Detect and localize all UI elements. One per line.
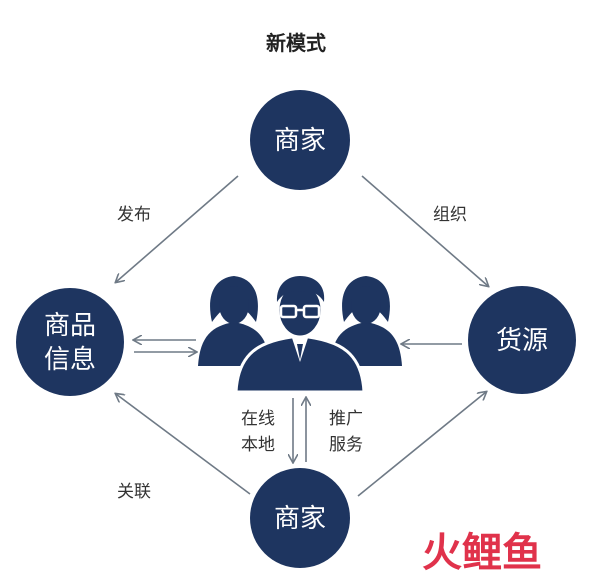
label-organize: 组织 bbox=[433, 205, 467, 225]
person-center-icon bbox=[234, 276, 366, 394]
label-online-line2: 本地 bbox=[241, 435, 275, 455]
watermark-logo: 火鲤鱼 bbox=[422, 530, 542, 576]
edges bbox=[116, 175, 488, 497]
arrow-merchant-bottom-to-goods-info bbox=[116, 394, 251, 495]
node-goods-info-label-line2: 信息 bbox=[44, 345, 96, 375]
label-publish: 发布 bbox=[117, 205, 151, 225]
node-merchant-bottom: 商家 bbox=[250, 468, 350, 568]
node-goods-info-label-line1: 商品 bbox=[44, 311, 96, 341]
diagram-title: 新模式 bbox=[266, 31, 326, 55]
label-link: 关联 bbox=[117, 482, 151, 502]
label-online-line1: 在线 bbox=[241, 409, 275, 429]
label-promote-line1: 推广 bbox=[329, 409, 363, 429]
people-group-icon bbox=[198, 276, 402, 394]
label-promote-line2: 服务 bbox=[329, 435, 363, 455]
arrow-merchant-to-supply bbox=[361, 175, 488, 286]
node-merchant-top-label: 商家 bbox=[274, 126, 326, 156]
node-supply-label: 货源 bbox=[496, 326, 548, 356]
arrow-merchant-to-goods-info bbox=[116, 175, 239, 282]
node-merchant-bottom-label: 商家 bbox=[274, 504, 326, 534]
node-supply: 货源 bbox=[468, 286, 576, 394]
node-merchant-top: 商家 bbox=[250, 90, 350, 190]
arrow-merchant-bottom-to-supply bbox=[357, 392, 486, 497]
node-goods-info: 商品 信息 bbox=[16, 288, 124, 396]
